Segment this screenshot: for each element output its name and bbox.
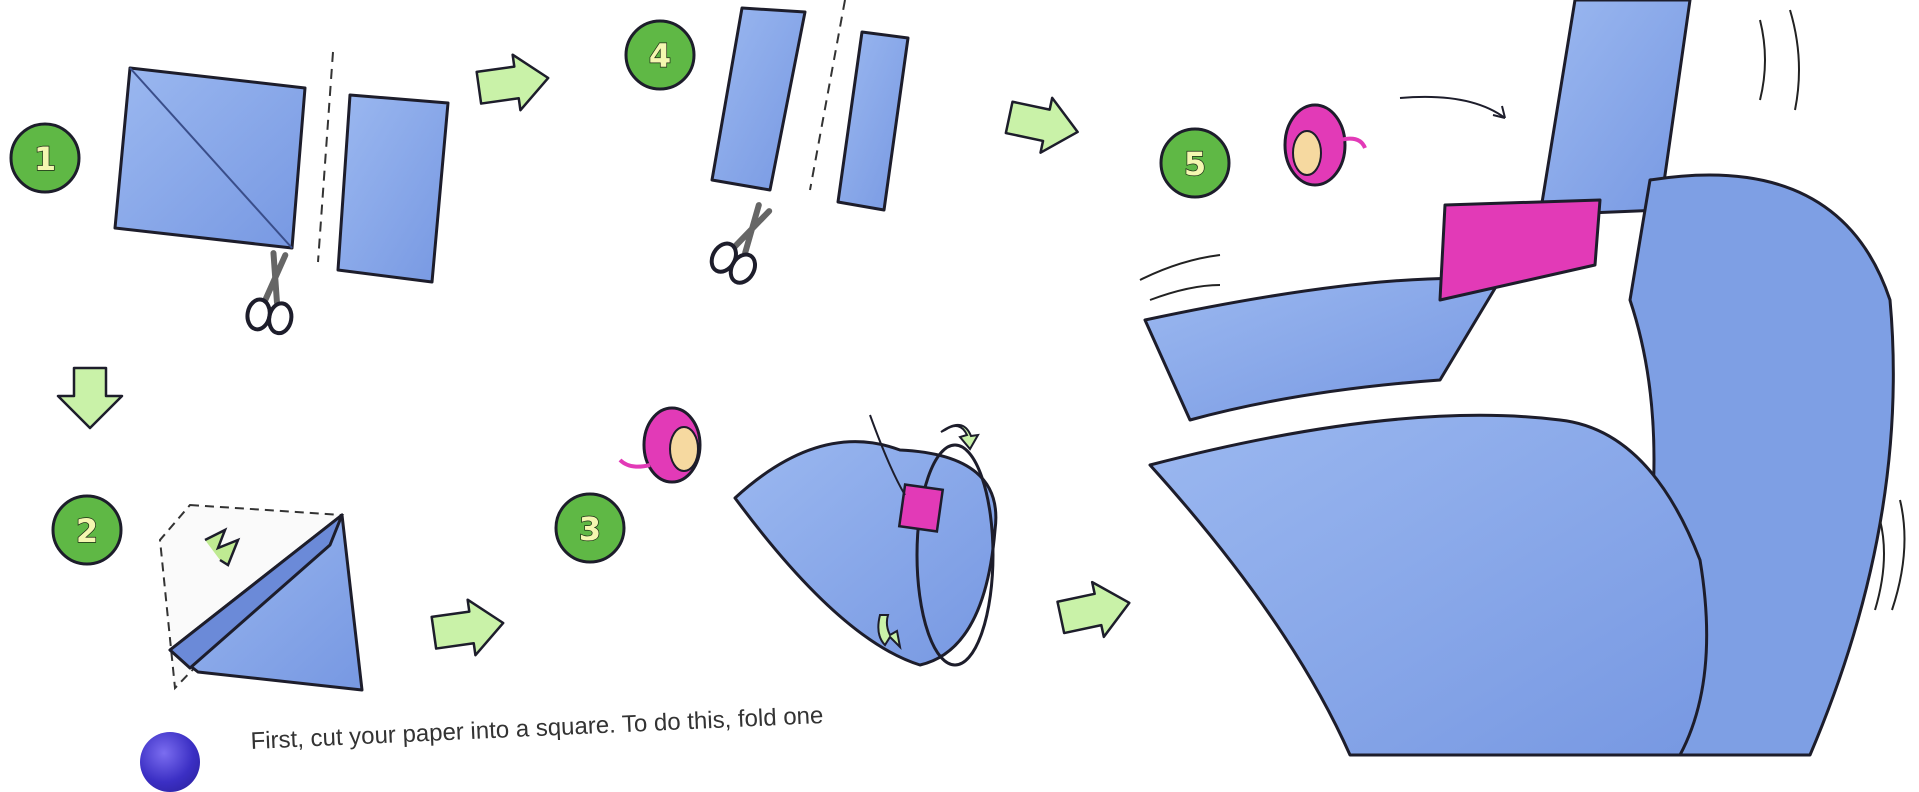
step-number: 1 xyxy=(34,140,56,178)
curved-arrow-icon xyxy=(940,424,980,451)
paper-ribbon-middle xyxy=(1143,276,1502,422)
step-badge-1: 1 xyxy=(9,122,81,194)
zigzag-arrow xyxy=(204,527,241,567)
scissors-icon xyxy=(245,250,294,336)
step-number: 4 xyxy=(649,37,671,75)
step-bullet xyxy=(140,732,200,792)
tape-piece xyxy=(897,483,945,533)
paper-ribbon-front xyxy=(1148,413,1709,757)
scissors-icon xyxy=(709,202,773,285)
paper-strip-right xyxy=(836,30,910,212)
tape-roll-icon xyxy=(618,406,702,484)
step-1-illustration xyxy=(113,51,450,336)
cut-line xyxy=(317,51,334,263)
motion-lines xyxy=(1139,9,1906,611)
tape-roll-icon xyxy=(1283,103,1367,187)
cut-line xyxy=(809,0,846,191)
paper-strip-left xyxy=(710,6,807,192)
step-number: 3 xyxy=(579,510,601,548)
step-badge-2: 2 xyxy=(51,494,123,566)
curved-arrow-icon xyxy=(1399,95,1506,119)
step-3-illustration xyxy=(618,406,998,667)
step-badge-3: 3 xyxy=(554,492,626,564)
step-badge-4: 4 xyxy=(624,19,696,91)
diagonal-crease xyxy=(129,67,293,249)
paper-cone xyxy=(733,440,998,667)
step-number: 5 xyxy=(1184,145,1206,183)
arrow-right-icon xyxy=(430,598,505,657)
step-number: 2 xyxy=(76,512,98,550)
step-5-illustration xyxy=(1139,0,1906,757)
arrow-down-icon xyxy=(56,366,124,430)
arrow-right-icon xyxy=(1056,580,1131,639)
paper-scrap xyxy=(336,93,450,284)
arrow-right-icon xyxy=(1004,96,1079,154)
craft-instructions-diagram: 1 2 3 4 5 xyxy=(9,0,1906,757)
tape-band xyxy=(1438,198,1602,302)
step-4-illustration xyxy=(709,0,910,285)
curved-arrow-icon xyxy=(877,614,902,650)
step-2-illustration xyxy=(158,503,364,692)
arrow-right-icon xyxy=(475,53,550,112)
step-badge-5: 5 xyxy=(1159,127,1231,199)
curved-arrow-icon xyxy=(869,414,906,496)
